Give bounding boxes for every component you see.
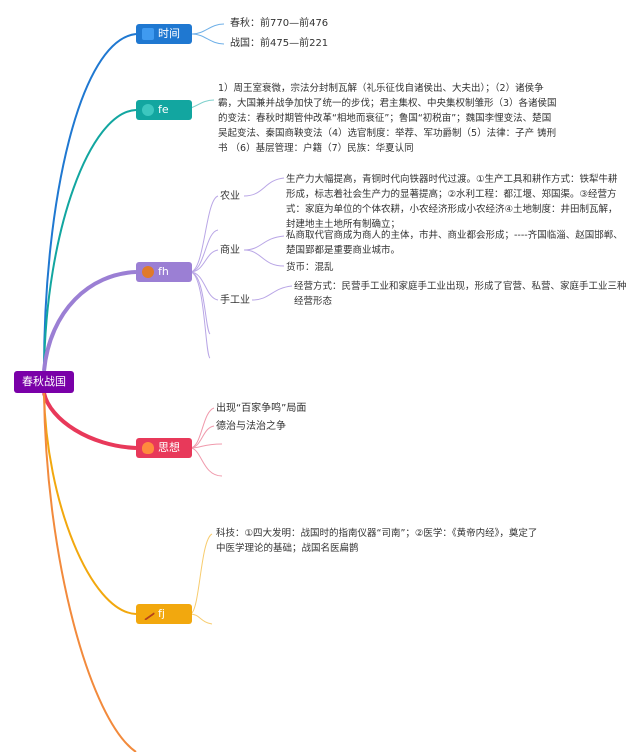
link-root-fe [43,109,137,372]
topic-fh[interactable]: fh [136,262,192,282]
topic-fe[interactable]: fe [136,100,192,120]
link-time-2 [191,33,225,45]
link-craft-text [251,285,293,301]
topic-time[interactable]: 时间 [136,24,192,44]
link-root-fh [42,270,137,372]
topic-thought-label: 思想 [158,441,180,454]
link-fh-b [189,229,219,273]
link-thought-1 [189,407,215,449]
link-agri-text [243,177,285,197]
topic-thought[interactable]: 思想 [136,438,192,458]
link-fj-1 [189,533,213,615]
commerce-text: 私商取代官商成为商人的主体，市井、商业都会形成；----齐国临淄、赵国邯郸、 楚… [286,230,623,256]
link-comm-text [243,235,285,251]
link-time-1 [191,23,225,35]
link-root-fj [43,392,137,615]
globe-icon [142,104,154,116]
square-icon [142,28,154,40]
coin-icon [142,266,154,278]
link-root-time [43,33,137,372]
link-fh-a [189,195,219,273]
link-comm-money [243,249,285,267]
fj-text: 科技：①四大发明：战国时的指南仪器“司南”；②医学：《黄帝内经》，奠定了 中医学… [216,528,538,554]
link-fh-d [189,271,219,301]
root-node[interactable]: 春秋战国 [14,371,74,393]
thought-item-virtue-law: 德治与法治之争 [216,421,286,432]
thought-item-hundred-schools: 出现“百家争鸣”局面 [216,403,307,414]
root-label: 春秋战国 [22,375,66,388]
handicraft-text: 经营方式：民营手工业和家庭手工业出现，形成了官营、私营、家庭手工业三种 经营形态 [294,281,627,307]
topic-fh-label: fh [158,265,169,278]
link-fh-f [189,271,211,359]
sub-commerce: 商业 [220,245,240,256]
agriculture-text: 生产力大幅提高，青铜时代向铁器时代过渡。①生产工具和耕作方式：铁犁牛耕 形成，标… [286,174,618,230]
fire-icon [142,442,154,454]
topic-fe-label: fe [158,103,169,116]
fe-text: 1）周王室衰微，宗法分封制瓦解（礼乐征伐自诸侯出、大夫出）；（2）诸侯争 霸，大… [218,83,557,154]
sub-agriculture: 农业 [220,191,240,202]
topic-time-label: 时间 [158,27,180,40]
link-root-next [43,392,137,752]
link-thought-4 [189,447,223,477]
topic-fj-label: fj [158,607,165,620]
sub-handicraft: 手工业 [220,295,250,306]
link-thought-3 [189,443,223,449]
time-item-spring-autumn: 春秋：前770—前476 [230,18,329,29]
time-item-warring-states: 战国：前475—前221 [230,38,329,49]
topic-fj[interactable]: fj [136,604,192,624]
link-fj-2 [189,613,213,625]
wand-icon [140,607,156,621]
link-fh-e [189,271,211,335]
link-root-thought [42,392,137,450]
commerce-money: 货币：混乱 [286,262,334,273]
link-fh-c [189,249,219,273]
